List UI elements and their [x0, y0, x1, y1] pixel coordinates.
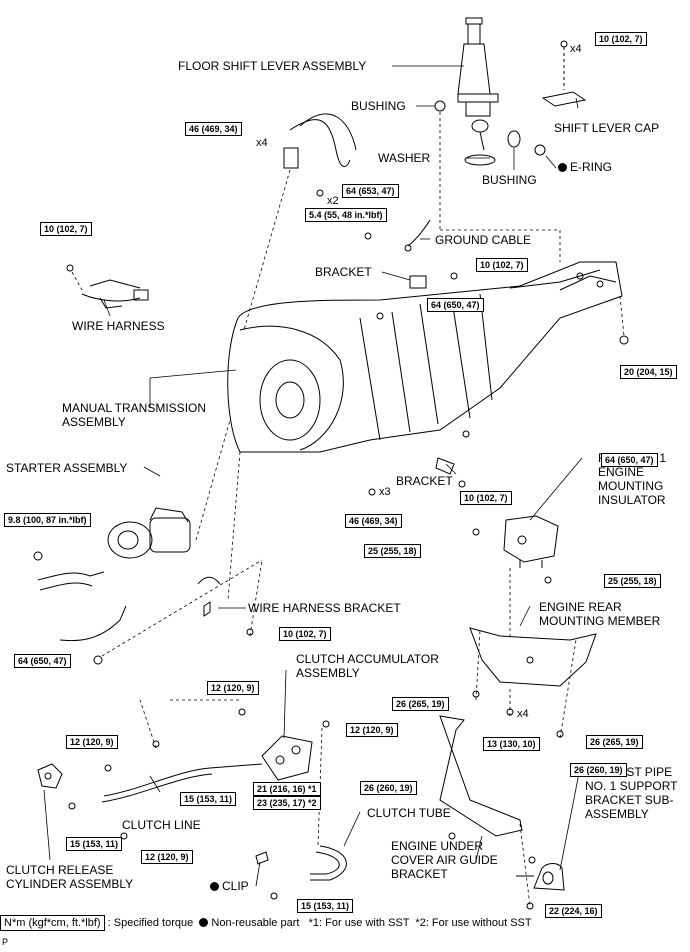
torque-12-left: 12 (120, 9): [66, 735, 118, 749]
torque-21: 21 (216, 16) *1: [253, 782, 321, 796]
floor-shift-lever-drawing: [457, 17, 499, 151]
clutch-release-cylinder-drawing: [37, 763, 63, 789]
torque-46-upper: 46 (469, 34): [185, 122, 242, 136]
e-ring-text: E-RING: [570, 160, 612, 174]
torque-15-left: 15 (153, 11): [66, 837, 123, 851]
label-clutch-line: CLUTCH LINE: [122, 818, 201, 832]
torque-5-4: 5.4 (55, 48 in.*lbf): [305, 208, 387, 222]
torque-10-wire-harness: 10 (102, 7): [40, 222, 92, 236]
torque-10-shift-cap: 10 (102, 7): [595, 32, 647, 46]
torque-26-260-left: 26 (260, 19): [360, 781, 417, 795]
exhaust-bracket-drawing: [516, 863, 565, 891]
torque-23: 23 (235, 17) *2: [253, 796, 321, 810]
transmission-housing-drawing: [227, 261, 623, 453]
bushing-right-drawing: [507, 130, 521, 148]
label-floor-shift-lever: FLOOR SHIFT LEVER ASSEMBLY: [178, 59, 367, 73]
label-wire-harness-bracket: WIRE HARNESS BRACKET: [248, 601, 401, 615]
label-clutch-release-cylinder: CLUTCH RELEASE CYLINDER ASSEMBLY: [6, 863, 134, 891]
label-engine-rear-mounting-member: ENGINE REAR MOUNTING MEMBER: [539, 600, 661, 628]
wire-harness-drawing: [66, 264, 149, 309]
rear-mounting-member-drawing: [469, 627, 597, 687]
starter-drawing: [107, 507, 191, 559]
label-ground-cable: GROUND CABLE: [435, 233, 532, 247]
torque-10-bracket-upper: 10 (102, 7): [476, 258, 528, 272]
ground-cable-drawing: [407, 219, 431, 247]
washer-drawing: [464, 154, 496, 166]
label-wire-harness: WIRE HARNESS: [72, 319, 165, 333]
bracket-lower-drawing: [435, 457, 455, 475]
torque-64-650-upper: 64 (650, 47): [427, 298, 484, 312]
label-engine-under-cover-bracket: ENGINE UNDER COVER AIR GUIDE BRACKET: [391, 839, 498, 881]
torque-15-middle: 15 (153, 11): [180, 792, 237, 806]
legend: N*m (kgf*cm, ft.*lbf) : Specified torque…: [0, 915, 532, 931]
torque-10-wire-harness-bracket: 10 (102, 7): [279, 627, 331, 641]
bracket-upper-drawing: [409, 275, 427, 289]
torque-26-265-left: 26 (265, 19): [392, 697, 449, 711]
legend-note-2: *2: For use without SST: [415, 917, 532, 929]
label-bushing-right: BUSHING: [482, 173, 537, 187]
label-manual-transmission: MANUAL TRANSMISSION ASSEMBLY: [62, 401, 207, 429]
torque-20: 20 (204, 15): [620, 365, 677, 379]
clutch-line-drawing: [103, 763, 263, 797]
torque-26-265-right: 26 (265, 19): [586, 735, 643, 749]
bushing-top-drawing: [434, 100, 446, 112]
label-e-ring: E-RING: [558, 160, 612, 174]
torque-64-653: 64 (653, 47): [342, 184, 399, 198]
legend-note-1: *1: For use with SST: [308, 917, 410, 929]
torque-25-right: 25 (255, 18): [604, 574, 661, 588]
torque-10-bracket-lower: 10 (102, 7): [460, 491, 512, 505]
torque-12-top: 12 (120, 9): [207, 681, 259, 695]
wire-harness-bracket-drawing: [203, 601, 211, 617]
multiplier-x4-top: x4: [256, 137, 268, 149]
multiplier-x3: x3: [379, 486, 391, 498]
label-clutch-accumulator: CLUTCH ACCUMULATOR ASSEMBLY: [296, 652, 439, 680]
e-ring-drawing: [534, 144, 546, 156]
multiplier-x4-cap: x4: [570, 43, 582, 55]
under-cover-bracket-drawing: [439, 715, 523, 837]
label-shift-lever-cap: SHIFT LEVER CAP: [554, 121, 660, 135]
label-bracket-upper: BRACKET: [315, 265, 372, 279]
legend-torque-unit: N*m (kgf*cm, ft.*lbf): [0, 915, 105, 931]
torque-22: 22 (224, 16): [545, 904, 602, 918]
label-washer: WASHER: [378, 151, 431, 165]
legend-torque-desc: : Specified torque: [107, 917, 194, 929]
non-reusable-dot-icon: [558, 163, 567, 172]
multiplier-x4-member: x4: [517, 708, 529, 720]
multiplier-x2: x2: [327, 195, 339, 207]
torque-46-lower: 46 (469, 34): [345, 514, 402, 528]
torque-15-bottom: 15 (153, 11): [297, 899, 354, 913]
label-clutch-tube: CLUTCH TUBE: [367, 806, 451, 820]
clip-text: CLIP: [222, 879, 249, 893]
torque-12-bottom: 12 (120, 9): [141, 850, 193, 864]
legend-non-reusable: Non-reusable part: [211, 917, 300, 929]
torque-12-accumulator: 12 (120, 9): [346, 723, 398, 737]
non-reusable-dot-icon: [199, 918, 209, 927]
shift-lever-cap-drawing: [541, 91, 587, 107]
torque-26-260-right: 26 (260, 19): [570, 763, 627, 777]
non-reusable-dot-icon: [210, 882, 219, 891]
torque-25-left: 25 (255, 18): [364, 544, 421, 558]
footer-mark: P: [2, 937, 9, 947]
torque-13: 13 (130, 10): [483, 737, 540, 751]
label-bracket-lower: BRACKET: [396, 474, 453, 488]
label-clip: CLIP: [210, 879, 249, 893]
torque-64-650-left: 64 (650, 47): [14, 654, 71, 668]
clutch-accumulator-drawing: [261, 735, 313, 781]
label-bushing-top: BUSHING: [351, 99, 406, 113]
clutch-tube-drawing: [310, 845, 347, 881]
label-starter-assembly: STARTER ASSEMBLY: [6, 461, 128, 475]
rear-mount-insulator-drawing: [503, 515, 559, 568]
clip-drawing: [255, 851, 269, 865]
torque-9-8: 9.8 (100, 87 in.*lbf): [4, 513, 91, 527]
torque-64-650-right: 64 (650, 47): [601, 453, 658, 467]
